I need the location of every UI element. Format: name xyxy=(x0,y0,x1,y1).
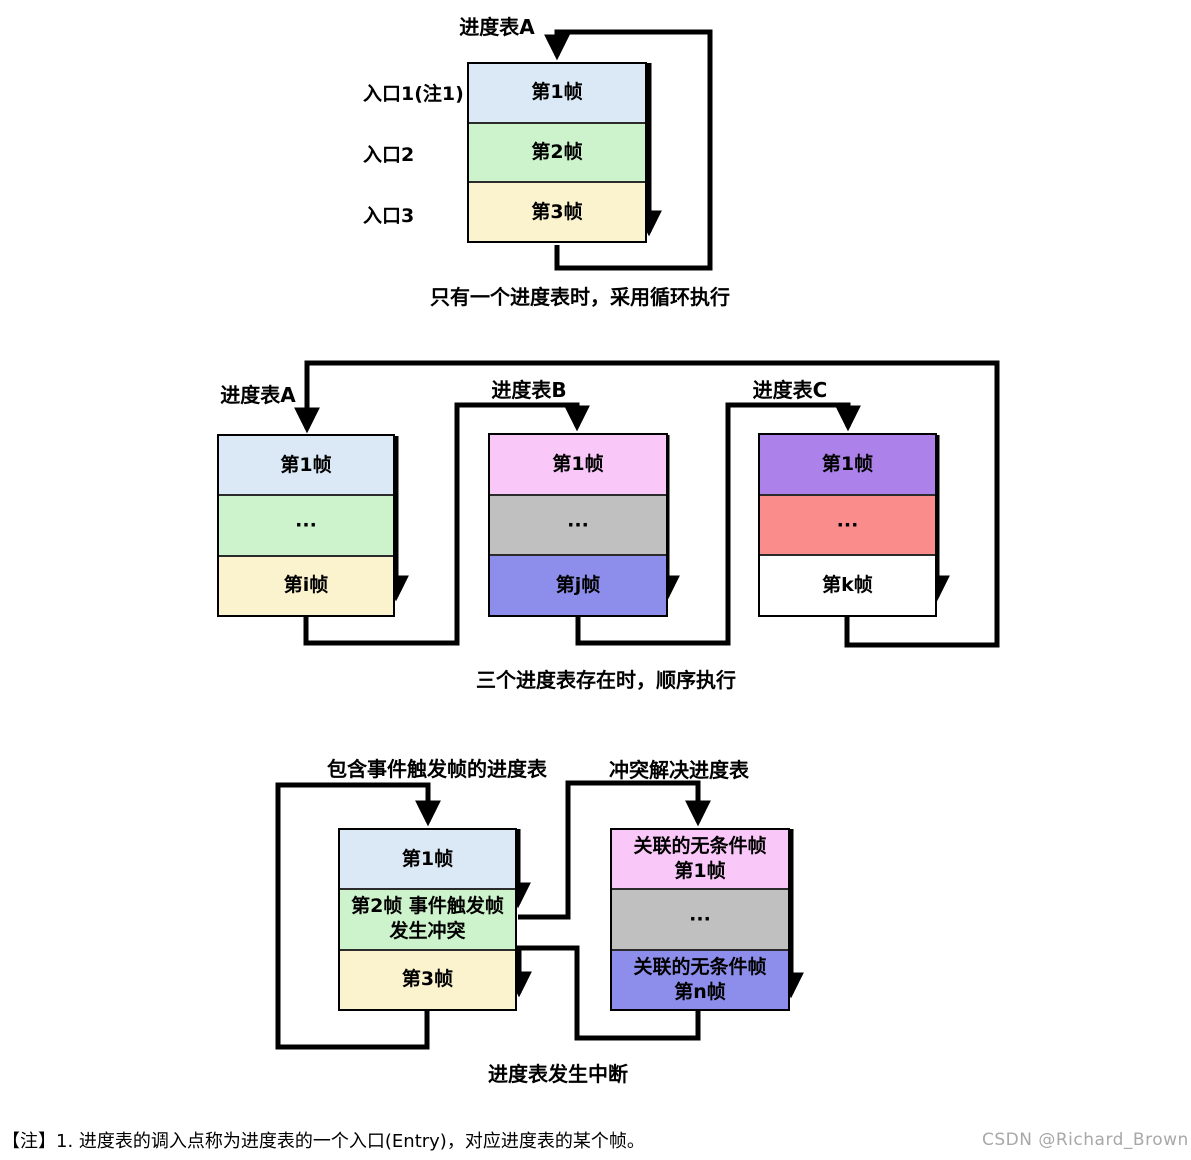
frame-label-line2: 第n帧 xyxy=(674,980,726,1003)
loop-arrow-single-table xyxy=(544,29,713,271)
frame-label: 关联的无条件帧 xyxy=(633,835,767,858)
event-trigger-schedule-table: 第1帧 第2帧 事件触发帧 发生冲突 第3帧 xyxy=(338,828,517,1011)
caption-single-loop: 只有一个进度表时，采用循环执行 xyxy=(430,285,730,309)
frame-row: 第j帧 xyxy=(490,554,666,616)
event-table-title: 包含事件触发帧的进度表 xyxy=(327,757,547,781)
frame-row: 关联的无条件帧 第1帧 xyxy=(612,830,788,889)
frame-row: 第1帧 xyxy=(219,436,393,495)
watermark: CSDN @Richard_Brown xyxy=(982,1130,1189,1150)
frame-row: 第1帧 xyxy=(490,435,666,494)
frame-label: 第1帧 xyxy=(401,847,454,870)
frame-row: 第3帧 xyxy=(469,181,645,242)
arrow-a-to-b xyxy=(303,402,590,646)
frame-row: 第1帧 xyxy=(340,830,515,889)
frame-row: 第1帧 xyxy=(469,64,645,122)
frame-label-line2: 第1帧 xyxy=(674,860,726,883)
entry-label-3: 入口3 xyxy=(363,205,415,227)
frame-label: ··· xyxy=(567,513,589,536)
frame-label: 关联的无条件帧 xyxy=(633,955,767,978)
frame-label: 第1帧 xyxy=(821,452,874,475)
frame-label: 第i帧 xyxy=(283,574,329,597)
frame-label: 第k帧 xyxy=(822,574,873,597)
frame-row: 第1帧 xyxy=(760,435,935,494)
frame-row: 第2帧 xyxy=(469,121,645,182)
schedule-table-c-title: 进度表C xyxy=(752,378,828,402)
frame-row: 第i帧 xyxy=(219,554,393,615)
schedule-table-b-title: 进度表B xyxy=(491,378,567,402)
frame-row: ··· xyxy=(490,493,666,555)
frame-label: 第3帧 xyxy=(531,200,583,223)
schedule-table-a-title: 进度表A xyxy=(459,15,535,39)
entry-label-1: 入口1(注1) xyxy=(363,83,464,105)
return-arrow-to-frame3 xyxy=(506,945,701,1041)
frame-label: ··· xyxy=(295,513,317,536)
frame-label: 第1帧 xyxy=(280,453,332,476)
schedule-table-b: 第1帧 ··· 第j帧 xyxy=(488,433,668,617)
frame-label: ··· xyxy=(689,907,711,930)
arrow-b-to-c xyxy=(575,402,861,646)
schedule-table-c: 第1帧 ··· 第k帧 xyxy=(758,433,937,617)
frame-row: 第2帧 事件触发帧 发生冲突 xyxy=(340,888,515,949)
frame-row: ··· xyxy=(760,493,935,555)
frame-row: 关联的无条件帧 第n帧 xyxy=(612,948,788,1009)
frame-label: ··· xyxy=(836,513,859,536)
frame-row: ··· xyxy=(612,888,788,949)
frame-row: 第k帧 xyxy=(760,554,935,616)
loop-arrow-event-table xyxy=(275,782,441,1050)
conflict-jump-arrow xyxy=(518,780,711,920)
resolve-table-title: 冲突解决进度表 xyxy=(609,758,749,782)
frame-label: 第2帧 xyxy=(531,141,583,163)
schedule-table-a2: 第1帧 ··· 第i帧 xyxy=(217,434,395,617)
frame-label: 第1帧 xyxy=(531,81,583,104)
frame-label: 第3帧 xyxy=(401,968,454,991)
conflict-resolve-schedule-table: 关联的无条件帧 第1帧 ··· 关联的无条件帧 第n帧 xyxy=(610,828,790,1011)
entry-label-2: 入口2 xyxy=(363,144,415,166)
schedule-table-a2-title: 进度表A xyxy=(220,383,296,407)
schedule-table-a: 第1帧 第2帧 第3帧 xyxy=(467,62,647,243)
frame-label-line2: 发生冲突 xyxy=(389,920,466,943)
frame-label: 第2帧 事件触发帧 xyxy=(351,895,504,918)
caption-sequential: 三个进度表存在时，顺序执行 xyxy=(476,668,736,692)
footnote: 【注】1. 进度表的调入点称为进度表的一个入口(Entry)，对应进度表的某个帧… xyxy=(2,1131,645,1152)
frame-row: 第3帧 xyxy=(340,948,515,1009)
frame-row: ··· xyxy=(219,494,393,555)
frame-label: 第j帧 xyxy=(555,574,601,597)
caption-interrupt: 进度表发生中断 xyxy=(488,1062,628,1086)
frame-label: 第1帧 xyxy=(552,452,604,475)
return-arrow-c-to-a xyxy=(294,360,1000,648)
